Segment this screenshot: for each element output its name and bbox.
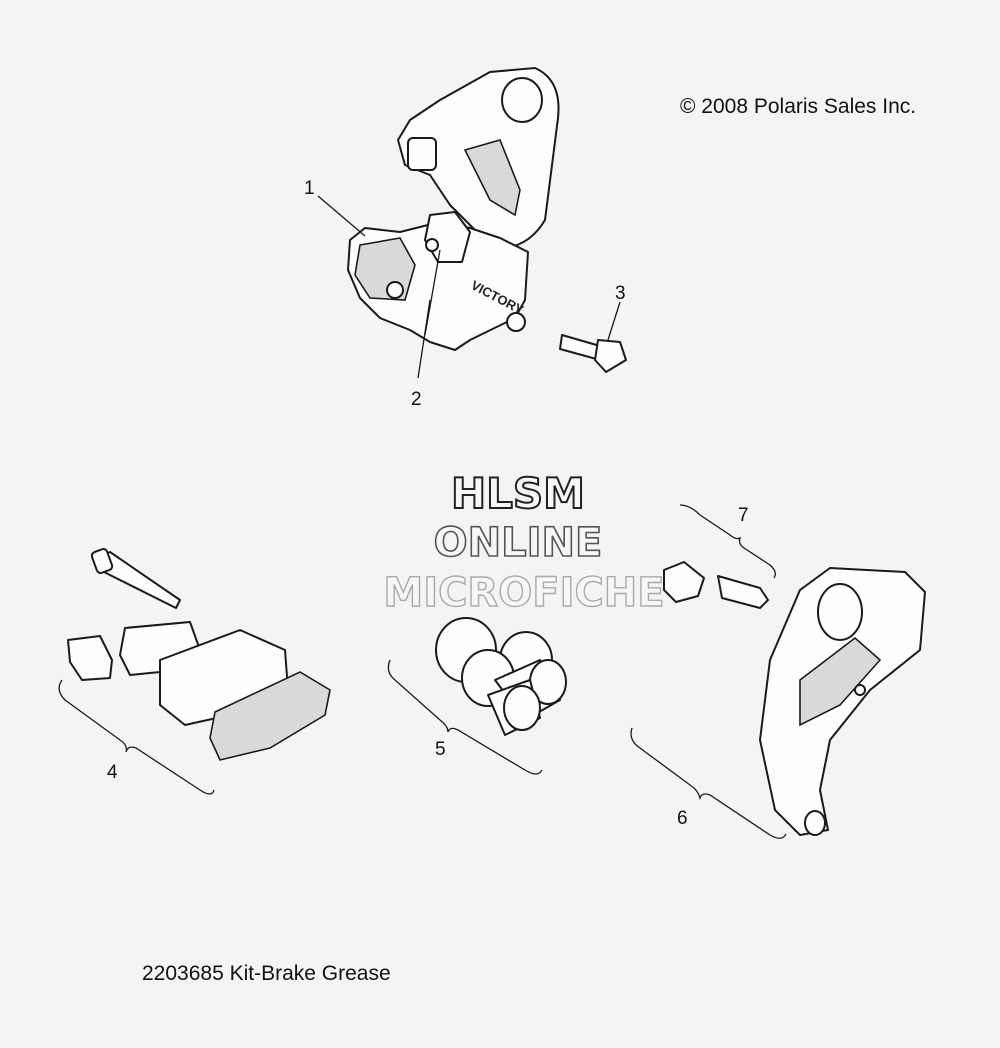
pad-pin-head [90,548,114,574]
pad-spring-clip [67,635,113,681]
brace-7 [679,504,776,579]
watermark: HLSM ONLINE MICROFICHE [383,468,666,617]
piston-2-end [503,685,541,731]
bracket-rivet [854,684,866,696]
bracket-pivot [817,583,863,641]
caliper-port [386,281,404,299]
brake-pad-outer [209,671,331,761]
watermark-line-3: MICROFICHE [383,570,664,616]
slide-pin-boot [663,561,705,603]
slide-pin-kit [663,561,769,609]
callout-6: 6 [677,808,688,829]
callout-3: 3 [615,283,626,304]
kit-footnote: 2203685 Kit-Brake Grease [142,962,391,985]
bolt-head [594,339,627,373]
bleed-screw [425,238,439,252]
callout-5: 5 [435,739,446,760]
slide-pin [717,575,769,609]
bolt-shank [559,334,601,361]
brace-6 [630,727,787,839]
bracket-stop-block [407,137,437,171]
caliper-bolt [559,334,627,373]
bracket-lower-hole [804,810,826,836]
leader-1 [317,195,366,237]
caliper-bolt-hole [506,312,526,332]
bracket-slot [463,139,521,217]
leader-3 [607,301,621,341]
copyright-text: © 2008 Polaris Sales Inc. [680,95,916,118]
bracket-recess [799,636,882,727]
brace-5 [387,659,543,775]
callout-4: 4 [107,762,118,783]
watermark-line-2: ONLINE [434,520,603,566]
callout-1: 1 [304,178,315,199]
bracket-pivot-hole [501,77,543,123]
brake-pad-kit [67,548,331,761]
brace-4 [58,679,215,795]
right-bracket [759,567,926,836]
watermark-line-1: HLSM [451,469,585,518]
callout-2: 2 [411,389,422,410]
caliper-assembly: VICTORY [347,67,560,351]
leader-2 [417,299,431,379]
seal-kit [435,617,567,736]
callout-7: 7 [738,505,749,526]
caliper-seam [424,249,441,336]
